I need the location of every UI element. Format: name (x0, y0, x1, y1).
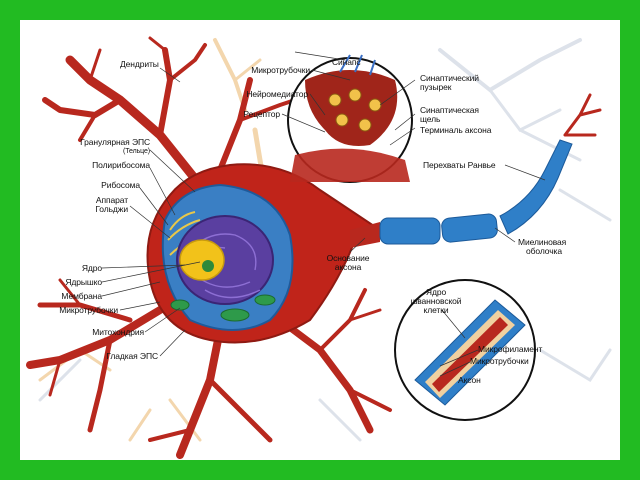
myelin-sheath (379, 139, 573, 245)
label-rough-er-sub: (Тельце) (123, 148, 150, 155)
label-synaptic-cleft-1: Синаптическая (420, 105, 479, 115)
label-neurotransmitter: Нейромедиатор (246, 89, 308, 99)
label-synaptic-vesicles-2: пузырек (420, 82, 452, 92)
label-golgi-1: Аппарат (95, 195, 128, 205)
label-axon-hillock-1: Основание (326, 253, 370, 263)
axon-terminal (563, 93, 602, 137)
label-schwann-3: клетки (423, 305, 449, 315)
label-microtubules-left: Микротрубочки (59, 305, 118, 315)
axon-crosssection-inset (394, 279, 536, 421)
label-membrane: Мембрана (61, 291, 102, 301)
label-schwann-2: шванновской (410, 296, 462, 306)
label-dendrites: Дендриты (120, 59, 159, 69)
dendrites (26, 36, 392, 459)
mitochondria (170, 294, 276, 322)
label-axon-hillock-2: аксона (334, 262, 362, 272)
label-microtubules-inset: Микротрубочки (470, 356, 529, 366)
label-myelin-2: оболочка (526, 246, 562, 256)
label-mitochondria: Митохондрия (92, 327, 144, 337)
label-axon: Аксон (458, 375, 481, 385)
label-microfilament: Микрофиламент (478, 344, 543, 354)
label-myelin-1: Миелиновая (518, 237, 567, 247)
label-synaptic-vesicles-1: Синаптический (420, 73, 479, 83)
label-ribosomes: Рибосома (101, 180, 140, 190)
label-schwann-1: Ядро (425, 287, 447, 297)
label-microtubules-top: Микротрубочки (251, 65, 310, 75)
label-polyribosomes: Полирибосома (92, 160, 150, 170)
label-nucleus: Ядро (81, 263, 102, 273)
label-smooth-er: Гладкая ЭПС (106, 351, 158, 361)
nucleolus (179, 239, 225, 281)
axon-hillock (350, 222, 380, 248)
label-synaptic-cleft-2: щель (420, 114, 441, 124)
faded-neighbor-neurons (38, 38, 612, 442)
neuron-illustration (26, 36, 612, 459)
label-golgi-2: Гольджи (95, 204, 128, 214)
nucleolus-core (202, 260, 214, 272)
label-axon-terminal: Терминаль аксона (420, 125, 492, 135)
label-receptor: Рецептор (243, 109, 280, 119)
synapse-inset (287, 54, 413, 183)
label-synapse: Синапс (332, 57, 361, 67)
label-nodes-ranvier: Перехваты Ранвье (423, 160, 496, 170)
leader-lines (101, 51, 546, 377)
neuron-diagram: Дендриты Гранулярная ЭПС (Тельце) Полири… (20, 20, 620, 460)
label-rough-er: Гранулярная ЭПС (80, 137, 150, 147)
label-nucleolus: Ядрышко (65, 277, 102, 287)
